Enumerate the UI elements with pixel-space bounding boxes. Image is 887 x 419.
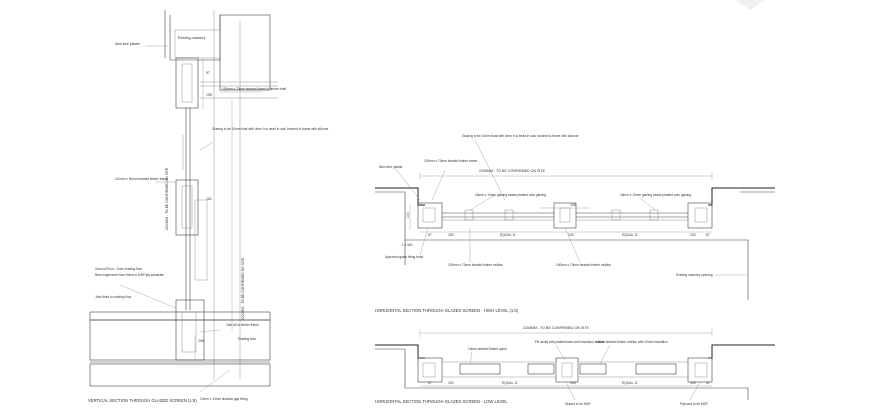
dim-low-right-a: 100 (690, 381, 696, 385)
left-jamb-high (417, 202, 443, 229)
sheet-corner-mark (735, 0, 765, 10)
insulation-panel (194, 199, 208, 281)
title-vertical: VERTICAL SECTION THROUGH GLAZED SCREEN (… (88, 398, 197, 403)
label-top-note-high: Glazing to be 10mm float with 4mm h-w be… (462, 134, 579, 138)
vertical-section (89, 10, 278, 393)
high-level-section (375, 139, 775, 300)
dim-high-left-a: 57 (428, 233, 432, 237)
label-frame-note-low: 10mm beaded timber panel (468, 347, 507, 351)
dim-high-left-b: 100 (448, 233, 454, 237)
label-new-lime-plaster-v: New lime plaster (115, 42, 141, 46)
existing-masonry-hatch (219, 14, 271, 91)
head-frame (175, 57, 199, 109)
base-cill (175, 299, 205, 361)
label-beaded-frame: 110mm x 60mm beaded timber frame (115, 177, 168, 181)
left-jamb-low (417, 357, 443, 383)
dim-v-vertical: 2200MM - TO BE CONFIRMED ON SITE (165, 167, 169, 230)
dim-v-top: 57 (206, 71, 210, 75)
dim-low-equal-left: EQUAL 'A' (502, 381, 518, 385)
panel-insulation-2 (527, 363, 555, 375)
label-right-note-low: 16mm beaded timber mullion with 10mm ins… (596, 340, 668, 344)
dim-high-mid: 100 (568, 233, 574, 237)
label-lower-left-high: Approved glass fixing bead (385, 255, 424, 259)
panel-insulation-4 (635, 363, 677, 375)
label-bottom-note-low: Glazed to be MDF (565, 402, 591, 406)
right-jamb-low (687, 357, 713, 383)
label-existing-masonry: Existing masonry (178, 36, 206, 40)
mid-mullion-low (555, 357, 579, 383)
dim-high-overall: 2200MM - TO BE CONFIRMED ON SITE (479, 169, 546, 173)
dim-low-left-a: 57 (428, 381, 432, 385)
right-jamb-high (687, 202, 713, 229)
dim-high-equal-left: EQUAL 'A' (500, 233, 516, 237)
dim-high-equal-right: EQUAL 'A' (622, 233, 638, 237)
dim-high-right-b: 57 (706, 233, 710, 237)
low-level-section (375, 329, 775, 401)
label-joists: Joist fixed to existing floor (95, 295, 132, 299)
mid-transom (175, 179, 199, 236)
label-glass-note-left: 16mm x 10mm glazing beads planted onto g… (475, 193, 546, 197)
title-low: HORIZONTAL SECTION THROUGH GLAZED SCREEN… (375, 399, 508, 404)
dim-low-equal-right: EQUAL 'A' (622, 381, 638, 385)
existing-floor-hatch (89, 363, 271, 387)
panel-insulation-1 (459, 363, 501, 375)
dim-low-mid: 100 (570, 381, 576, 385)
dim-v-vertical-2: 2200MM - TO BE CONFIRMED ON SITE (241, 257, 245, 320)
dim-v-low: 118 (206, 197, 212, 201)
label-frame-note-high: 100mm x 70mm beaded timber frame (424, 159, 477, 163)
label-new-lime-plaster-h: New lime plaster (379, 165, 403, 169)
label-base-note: 10mm x 10mm shadow gap fixing (200, 397, 248, 401)
label-glazing-note-v: Glazing to be 10mm float with 4mm h-w be… (212, 127, 329, 131)
dim-low-left-b: 100 (448, 381, 454, 385)
panel-insulation-3 (579, 363, 607, 375)
dim-low-right-b: 57 (706, 381, 710, 385)
dim-high-mid-top: 100 (570, 203, 576, 207)
dim-low-overall: 2200MM - TO BE CONFIRMED ON SITE (523, 326, 590, 330)
dim-high-depth: 1 x 400 (402, 243, 413, 247)
label-floor-note-a: Ground Floor - Over existing floor (95, 267, 143, 271)
label-opening-note: Existing masonry opening (676, 273, 713, 277)
dim-v-base: 205 (198, 339, 204, 343)
label-cill-note: Oak cill to timber frame (226, 323, 259, 327)
dim-high-right-a: 100 (690, 233, 696, 237)
title-high: HORIZONTAL SECTION THROUGH GLAZED SCREEN… (375, 308, 519, 313)
label-lower-right-high: 100mm x 70mm beaded timber mullion (556, 263, 611, 267)
label-mid-note-low: Fill cavity with plasterboard and insula… (535, 340, 605, 344)
label-head-frame: 100mm x 70mm beaded frame to timber lint… (222, 87, 286, 91)
label-floor-note-b: New engineered floor finish to MDF/ply s… (95, 273, 164, 277)
label-bottom-right-low: Plywood to be MDF (680, 402, 708, 406)
label-lower-mid-high: 100mm x 70mm beaded timber mullion (448, 263, 503, 267)
dim-v-mid: 108 (206, 93, 212, 97)
label-existing-floor: Existing floor (238, 337, 257, 341)
dim-high-height: 100 (406, 212, 410, 218)
label-glass-note-right: 16mm x 10mm glazing beads planted onto g… (620, 193, 691, 197)
